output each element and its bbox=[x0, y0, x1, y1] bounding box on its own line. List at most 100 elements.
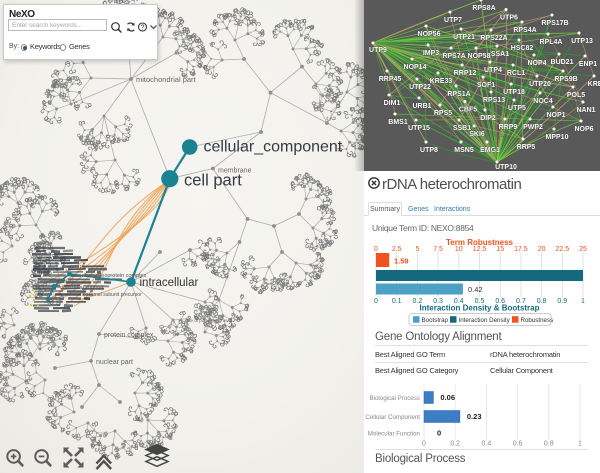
svg-text:RRP45: RRP45 bbox=[379, 76, 402, 83]
svg-text:RRP5: RRP5 bbox=[517, 144, 536, 151]
svg-text:1.59: 1.59 bbox=[394, 257, 409, 266]
svg-text:PWP2: PWP2 bbox=[523, 124, 543, 131]
svg-text:UTP13: UTP13 bbox=[571, 38, 593, 45]
svg-text:0.8: 0.8 bbox=[544, 441, 554, 448]
svg-text:22.5: 22.5 bbox=[555, 246, 569, 253]
svg-text:UTP4: UTP4 bbox=[484, 67, 502, 74]
svg-text:RPS5: RPS5 bbox=[434, 110, 452, 117]
svg-text:0.2: 0.2 bbox=[413, 298, 423, 305]
svg-text:0.9: 0.9 bbox=[557, 298, 567, 305]
svg-text:NOP14: NOP14 bbox=[404, 64, 427, 71]
svg-text:0: 0 bbox=[374, 298, 378, 305]
svg-text:15: 15 bbox=[496, 246, 504, 253]
svg-text:cell part: cell part bbox=[184, 172, 242, 190]
svg-text:Interaction Density: Interaction Density bbox=[459, 317, 511, 324]
svg-text:RPS9B: RPS9B bbox=[554, 76, 577, 83]
svg-text:UTP8: UTP8 bbox=[420, 147, 438, 154]
svg-text:SOF1: SOF1 bbox=[477, 82, 495, 89]
svg-text:RPS8A: RPS8A bbox=[472, 5, 495, 12]
svg-text:ribosomal subunit precursor: ribosomal subunit precursor bbox=[80, 292, 142, 298]
svg-text:?: ? bbox=[141, 25, 145, 32]
svg-text:nuclear part: nuclear part bbox=[96, 359, 133, 366]
svg-text:UTP7: UTP7 bbox=[444, 17, 462, 24]
svg-text:IMP3: IMP3 bbox=[423, 50, 439, 57]
svg-text:12.5: 12.5 bbox=[473, 246, 487, 253]
svg-text:17.5: 17.5 bbox=[514, 246, 528, 253]
svg-text:MPP10: MPP10 bbox=[546, 134, 569, 141]
svg-text:RCL1: RCL1 bbox=[507, 70, 525, 77]
svg-text:RPS13: RPS13 bbox=[483, 97, 505, 104]
svg-text:KRE1: KRE1 bbox=[588, 81, 600, 88]
svg-text:BUD21: BUD21 bbox=[551, 59, 574, 66]
svg-text:0.3: 0.3 bbox=[433, 298, 443, 305]
svg-text:EMG1: EMG1 bbox=[480, 147, 500, 154]
svg-text:1: 1 bbox=[578, 441, 582, 448]
svg-text:NOP56: NOP56 bbox=[418, 31, 441, 38]
svg-text:UTP20: UTP20 bbox=[529, 81, 551, 88]
svg-text:NOC4: NOC4 bbox=[533, 98, 553, 105]
svg-text:0.42: 0.42 bbox=[468, 285, 483, 294]
svg-text:0.4: 0.4 bbox=[454, 298, 464, 305]
svg-text:SKI6: SKI6 bbox=[469, 131, 485, 138]
svg-text:RPS1A: RPS1A bbox=[70, 264, 85, 269]
svg-text:RPS4A: RPS4A bbox=[513, 27, 536, 34]
svg-text:0.4: 0.4 bbox=[482, 441, 492, 448]
svg-text:RPL4A: RPL4A bbox=[540, 39, 563, 46]
svg-text:RPS22A: RPS22A bbox=[480, 35, 507, 42]
svg-text:intracellular: intracellular bbox=[140, 277, 199, 289]
svg-text:10: 10 bbox=[455, 246, 463, 253]
svg-text:HSC82: HSC82 bbox=[511, 45, 534, 52]
svg-text:DIP2: DIP2 bbox=[480, 115, 496, 122]
svg-text:UTP6: UTP6 bbox=[500, 15, 518, 22]
svg-text:SSA1: SSA1 bbox=[491, 51, 509, 58]
svg-text:Term Robustness: Term Robustness bbox=[446, 238, 514, 247]
svg-text:MSN5: MSN5 bbox=[454, 147, 474, 154]
svg-text:0.7: 0.7 bbox=[516, 298, 526, 305]
svg-text:7.5: 7.5 bbox=[433, 246, 443, 253]
svg-text:0: 0 bbox=[422, 441, 426, 448]
svg-text:POL5: POL5 bbox=[567, 92, 585, 99]
svg-text:NOP1: NOP1 bbox=[546, 112, 565, 119]
svg-text:UTP18: UTP18 bbox=[503, 89, 525, 96]
svg-text:1: 1 bbox=[581, 298, 585, 305]
svg-text:UTP22: UTP22 bbox=[409, 84, 431, 91]
svg-text:25: 25 bbox=[579, 246, 587, 253]
svg-text:URB1: URB1 bbox=[412, 103, 431, 110]
svg-text:0: 0 bbox=[374, 246, 378, 253]
svg-text:RRP12: RRP12 bbox=[454, 70, 477, 77]
svg-text:cellular_component: cellular_component bbox=[204, 139, 343, 156]
svg-text:BMS1: BMS1 bbox=[388, 119, 408, 126]
svg-text:NAN1: NAN1 bbox=[576, 107, 595, 114]
svg-text:UTP9: UTP9 bbox=[369, 47, 387, 54]
svg-text:mitochondrial part: mitochondrial part bbox=[136, 75, 197, 84]
svg-text:5: 5 bbox=[415, 246, 419, 253]
svg-text:NOP6: NOP6 bbox=[574, 126, 593, 133]
svg-text:0.6: 0.6 bbox=[495, 298, 505, 305]
svg-text:UTP21: UTP21 bbox=[453, 34, 475, 41]
svg-text:Molecular Function: Molecular Function bbox=[368, 431, 421, 438]
svg-text:membrane: membrane bbox=[218, 168, 252, 175]
svg-text:0.2: 0.2 bbox=[450, 441, 460, 448]
svg-text:0.6: 0.6 bbox=[513, 441, 523, 448]
svg-text:2.5: 2.5 bbox=[392, 246, 402, 253]
svg-text:ribonucleoprotein complex: ribonucleoprotein complex bbox=[82, 273, 146, 279]
svg-text:CBF5: CBF5 bbox=[459, 107, 477, 114]
svg-text:ribosomal subunit: ribosomal subunit bbox=[60, 285, 104, 291]
svg-text:NOP58: NOP58 bbox=[468, 53, 491, 60]
svg-text:Interaction Density & Bootstra: Interaction Density & Bootstrap bbox=[419, 304, 539, 313]
svg-text:0.8: 0.8 bbox=[537, 298, 547, 305]
svg-text:DIM1: DIM1 bbox=[384, 100, 401, 107]
svg-text:UTP10: UTP10 bbox=[495, 164, 517, 171]
svg-text:0.06: 0.06 bbox=[440, 393, 455, 402]
svg-text:20: 20 bbox=[538, 246, 546, 253]
svg-text:Cellular Component: Cellular Component bbox=[365, 414, 420, 421]
svg-text:0.5: 0.5 bbox=[475, 298, 485, 305]
svg-text:Biological Process: Biological Process bbox=[369, 395, 420, 402]
svg-text:KRE33: KRE33 bbox=[430, 78, 453, 85]
svg-text:0.23: 0.23 bbox=[467, 412, 482, 421]
svg-text:90S preribosome: 90S preribosome bbox=[40, 279, 75, 284]
svg-text:RPS1A: RPS1A bbox=[447, 91, 470, 98]
svg-text:RRP9: RRP9 bbox=[499, 124, 518, 131]
svg-text:UTP15: UTP15 bbox=[408, 125, 430, 132]
svg-text:RPS17B: RPS17B bbox=[541, 20, 568, 27]
